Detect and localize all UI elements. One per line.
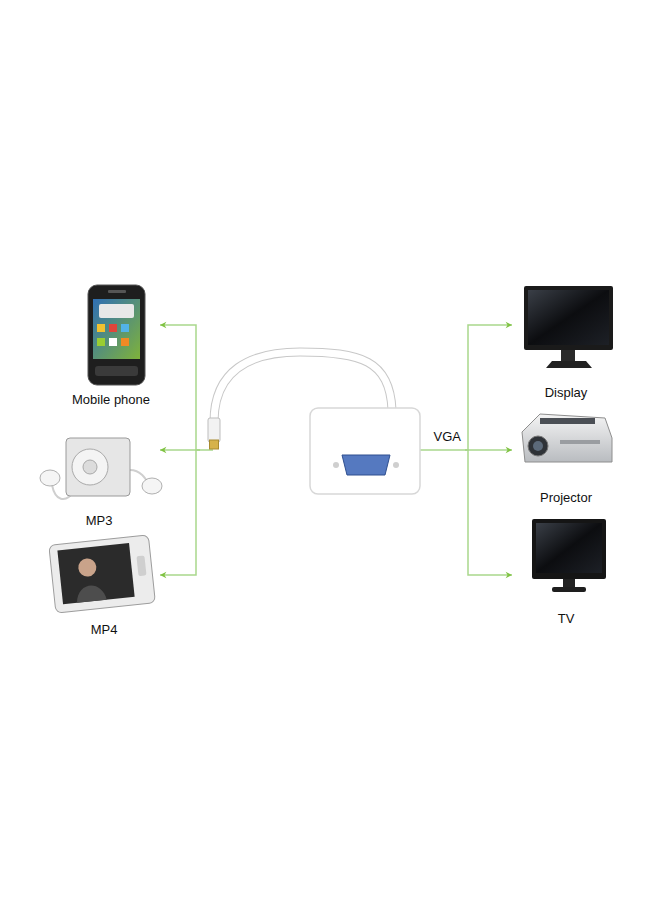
mp4-picture bbox=[49, 535, 156, 613]
display-picture-part bbox=[561, 350, 575, 362]
mp3-picture-part bbox=[66, 438, 130, 496]
adapter-picture bbox=[200, 352, 465, 494]
phone-picture-part bbox=[95, 366, 138, 376]
display-picture bbox=[524, 286, 613, 368]
adapter-picture-part bbox=[333, 462, 339, 468]
mp3-picture bbox=[40, 438, 162, 499]
phone-picture-part bbox=[97, 338, 105, 346]
connector-arrow bbox=[465, 325, 512, 450]
projector-picture-part bbox=[533, 441, 543, 451]
device-label: Display bbox=[545, 385, 588, 401]
adapter-picture-part bbox=[310, 408, 420, 494]
tv-device: TV bbox=[512, 514, 620, 627]
adapter-picture-part bbox=[420, 449, 465, 451]
mp4-picture-part bbox=[136, 555, 146, 576]
tv-picture-part bbox=[536, 523, 602, 573]
mp4-picture-part bbox=[77, 558, 97, 578]
phone-picture-part bbox=[99, 304, 134, 318]
phone-device: Mobile phone bbox=[62, 280, 160, 408]
phone-picture-part bbox=[121, 324, 129, 332]
phone-picture-part bbox=[121, 338, 129, 346]
mp3-device: MP3 bbox=[38, 432, 160, 529]
tv-picture bbox=[532, 519, 606, 592]
device-label: Mobile phone bbox=[72, 392, 150, 408]
projector-picture-part bbox=[560, 440, 600, 444]
projector-picture bbox=[522, 414, 612, 462]
mp3-picture-part bbox=[83, 460, 97, 474]
device-label: MP3 bbox=[86, 513, 113, 529]
adapter-picture-part bbox=[210, 440, 219, 449]
connector-arrow bbox=[160, 325, 200, 450]
tv-picture-part bbox=[532, 519, 606, 579]
connector-arrow bbox=[465, 449, 512, 451]
phone-picture-part bbox=[88, 285, 145, 385]
display-device: Display bbox=[512, 282, 620, 401]
mp4-device: MP4 bbox=[48, 532, 160, 638]
adapter-picture-part bbox=[208, 418, 220, 442]
phone-picture-part bbox=[97, 324, 105, 332]
mp4-picture-part bbox=[75, 584, 106, 603]
adapter-picture-part bbox=[342, 455, 390, 475]
device-label: TV bbox=[558, 611, 575, 627]
phone-picture-part bbox=[109, 338, 117, 346]
projector-picture-part bbox=[540, 418, 595, 424]
device-label: MP4 bbox=[91, 622, 118, 638]
adapter-picture-part bbox=[393, 462, 399, 468]
tv-picture-part bbox=[563, 579, 575, 587]
projector-picture-part bbox=[522, 414, 612, 462]
phone-picture-part bbox=[93, 299, 140, 359]
adapter-device: VGA bbox=[200, 350, 465, 500]
connector-arrow bbox=[465, 450, 512, 575]
projector-device: Projector bbox=[512, 408, 620, 506]
mp4-picture-part bbox=[57, 543, 134, 604]
phone-picture-part bbox=[108, 290, 126, 293]
display-picture-part bbox=[524, 286, 613, 350]
display-picture-part bbox=[528, 290, 609, 345]
connector-arrow bbox=[160, 449, 200, 451]
tv-picture-part bbox=[552, 587, 586, 592]
phone-picture bbox=[88, 285, 145, 385]
device-label: Projector bbox=[540, 490, 592, 506]
projector-picture-part bbox=[528, 436, 548, 456]
display-picture-part bbox=[546, 361, 592, 368]
port-label: VGA bbox=[434, 429, 461, 445]
phone-picture-part bbox=[109, 324, 117, 332]
mp3-picture-part bbox=[142, 478, 162, 494]
mp4-picture-part bbox=[49, 535, 156, 613]
mp3-picture-part bbox=[72, 449, 108, 485]
connector-arrow bbox=[160, 450, 200, 575]
mp3-picture-part bbox=[40, 470, 60, 486]
